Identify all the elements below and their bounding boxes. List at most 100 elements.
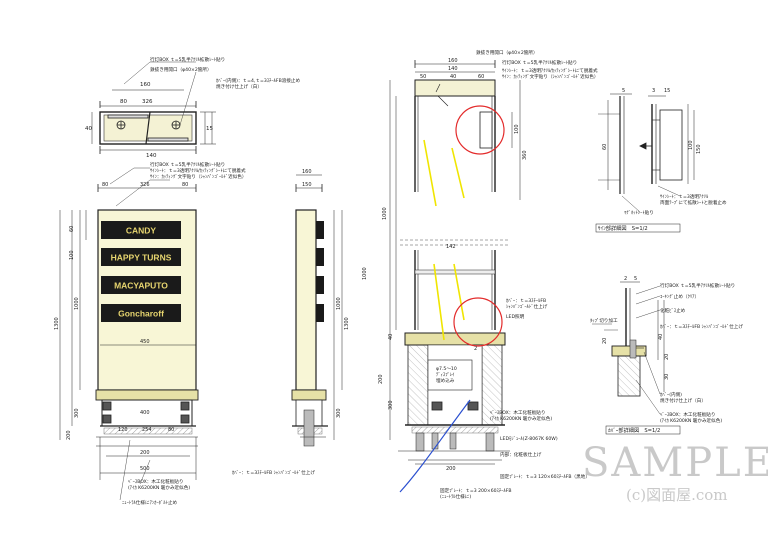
elev-dim-l4: 1300: [54, 317, 60, 330]
cover-detail: [592, 281, 681, 435]
elev-dim-l6: 200: [66, 430, 72, 440]
sec-dim-14: 200: [446, 466, 456, 472]
cdet-callout-2: ｺｰｷﾝｸﾞ止め（ｸﾘｱ）: [660, 293, 699, 300]
sec-dim-13: 142: [446, 244, 456, 250]
sec-dim-6: 1000: [382, 207, 388, 220]
cover-detail-callouts: 行灯BOX ｔ=5乳半ｱｸﾘﾙ拡散ｼｰﾄ貼り ｺｰｷﾝｸﾞ止め（ｸﾘｱ） 化粧ﾋ…: [590, 282, 743, 434]
sdet-callout-1: ｻｲﾝｼｰﾄ：ｔ=3透明ｱｸﾘﾙ: [660, 193, 709, 200]
plan-dim-5: 15: [206, 126, 213, 132]
sec-dim-9: 200: [378, 374, 384, 384]
elev-callout-base: ﾍﾞｰｽBOX：木工化粧板貼り: [128, 478, 183, 485]
cdet-dim-1: 2: [624, 276, 627, 282]
sign-happy-turns: HAPPY TURNS: [111, 253, 172, 263]
section-view: [389, 60, 521, 465]
sec-callout-plate2: 固定ﾌﾟﾚｰﾄ：ｔ=3 200×60ｽﾁｰﾙFB: [440, 487, 512, 494]
power-cable: [399, 399, 471, 493]
sec-dim-1: 160: [448, 58, 458, 64]
section-callouts: 鉄抜き用開口（φ40×2箇所） 行灯BOX ｔ=5乳半ｱｸﾘﾙ拡散ｼｰﾄ貼り ｻ…: [436, 49, 598, 500]
sec-callout-dia: φ7.5～10: [436, 366, 457, 372]
cdet-dim-3: 40: [658, 334, 664, 340]
plan-view: [91, 61, 216, 154]
sec-callout-plate3: (ﾆｭｰﾄﾗﾙ仕様に): [440, 493, 471, 500]
elev-dim-m6: 500: [140, 466, 150, 472]
cdet-callout-6: ｶﾊﾞｰ(内側): [660, 391, 682, 398]
side-dim-3: 1000: [336, 297, 342, 310]
cdet-callout-3: 化粧ﾋﾞｽ止め: [660, 307, 686, 314]
plan-dim-4: 140: [146, 153, 157, 159]
sdet-dim-4: 100: [688, 140, 694, 150]
side-dim-5: 300: [336, 408, 342, 418]
sec-callout-cover: ｶﾊﾞｰ：ｔ=3ｽﾁｰﾙFB: [506, 297, 546, 304]
elev-callouts: 行灯BOX ｔ=5乳半ｱｸﾘﾙ拡散ｼｰﾄ貼り ｻｲﾝｼｰﾄ：ｔ=3透明ｱｸﾘﾙ/…: [122, 161, 315, 506]
sec-callout-sheet: ｻｲﾝｼｰﾄ：ｔ=3透明ｱｸﾘﾙ/ｶｯﾃｨﾝｸﾞｼｰﾄにて脱着式: [502, 67, 598, 74]
elev-dim-m3: 120: [118, 427, 128, 433]
elev-dim-m5: 80: [168, 427, 174, 433]
sec-callout-base: ﾍﾞｰｽBOX：木工化粧板貼り: [490, 409, 545, 416]
sec-callout-led: LED照明: [506, 314, 525, 320]
watermark-site: (c)図面屋.com: [626, 486, 728, 504]
cdet-callout-8: ﾍﾞｰｽBOX：木工化粧板貼り: [660, 411, 715, 418]
sdet-dim-6: 60: [602, 144, 608, 150]
elev-dim-m4: 254: [142, 427, 152, 433]
elev-dim-top2: 326: [140, 182, 150, 188]
sec-callout-dia2: ﾃﾞｨｽﾌﾟﾚｲ: [436, 371, 454, 378]
elev-dim-m2: 400: [140, 410, 150, 416]
plan-callout-hole: 鉄抜き用開口（φ40×2箇所）: [150, 66, 212, 73]
elev-callout-frame: 行灯BOX ｔ=5乳半ｱｸﾘﾙ拡散ｼｰﾄ貼り: [150, 161, 225, 168]
elev-callout-base2: (ｱｲｶ K6200KN 暖かみ近似色): [128, 484, 190, 491]
sdet-title: ｻｲﾝ部詳細図 S=1/2: [598, 224, 648, 232]
sdet-dim-5: 150: [696, 144, 702, 154]
sign-detail-callouts: ｻｲﾝｼｰﾄ：ｔ=3透明ｱｸﾘﾙ 両面ﾃｰﾌﾟにて拡散ｼｰﾄと脱着止め ﾏｸﾞﾈ…: [598, 193, 727, 232]
sec-dim-11: 100: [514, 124, 520, 134]
cdet-callout-1: 行灯BOX ｔ=5乳半ｱｸﾘﾙ拡散ｼｰﾄ貼り: [660, 282, 735, 289]
side-dim-1: 160: [302, 169, 312, 175]
side-elevation: [291, 174, 343, 447]
sec-callout-dia3: 埋め込み: [436, 377, 455, 384]
sec-dim-5: 60: [478, 74, 484, 80]
cdet-dim-2: 5: [634, 276, 637, 282]
elev-callout-text: ｻｲﾝ：ｶｯﾃｨﾝｸﾞ文字貼り（ｼｬﾝﾊﾟﾝｺﾞｰﾙﾄﾞ近似色）: [150, 173, 246, 180]
sign-candy: CANDY: [126, 226, 157, 236]
elev-dim-m1: 450: [140, 339, 150, 345]
cdet-callout-7: 焼き付け仕上げ（白）: [660, 397, 706, 404]
sec-dim-4: 40: [450, 74, 456, 80]
watermark-sample: SAMPLE: [582, 440, 768, 486]
plan-callout-cover: ｶﾊﾞｰ(内側)：ｔ=4,ｔ=3ｽﾁｰﾙFB溶接止め: [216, 77, 301, 84]
sdet-callout-2: 両面ﾃｰﾌﾟにて拡散ｼｰﾄと脱着止め: [660, 199, 727, 206]
sec-callout-cover2: ｼｬﾝﾊﾟﾝｺﾞｰﾙﾄﾞ仕上げ: [506, 303, 548, 310]
side-dims: 160 150 1000 1300 300: [302, 169, 350, 418]
sec-dim-10: 300: [388, 400, 394, 410]
elev-dim-l5: 300: [74, 408, 80, 418]
elev-dim-l3: 1000: [74, 297, 80, 310]
cdet-callout-5: ｶﾊﾞｰ：ｔ=3ｽﾁｰﾙFB ｼｬﾝﾊﾟﾝｺﾞｰﾙﾄﾞ仕上げ: [660, 323, 743, 330]
cdet-callout-4: ﾀｯﾌﾟ切り加工: [590, 317, 618, 324]
plan-dims: 160 326 80 140 15 40: [85, 82, 213, 159]
cover-detail-dims: 2 5 40 20 30 20: [602, 276, 670, 380]
plan-dim-3: 80: [120, 99, 127, 105]
plan-callouts: 行灯BOX ｔ=5乳半ｱｸﾘﾙ拡散ｼｰﾄ貼り 鉄抜き用開口（φ40×2箇所） ｶ…: [150, 56, 301, 90]
sign-macyaputo: MACYAPUTO: [114, 281, 168, 291]
sec-dim-2: 140: [448, 66, 458, 72]
sdet-callout-3: ﾏｸﾞﾈｯﾄｼｰﾄ貼り: [624, 209, 654, 216]
section-dims: 160 140 50 40 60 1000 1000 40 200 300 10…: [362, 58, 528, 472]
elev-dim-top3: 80: [182, 182, 188, 188]
sec-callout-floor: 内部：化粧板仕上げ: [500, 451, 542, 458]
elev-callout-cover: ｶﾊﾞｰ：ｔ=3ｽﾁｰﾙFB ｼｬﾝﾊﾟﾝｺﾞｰﾙﾄﾞ仕上げ: [232, 469, 315, 476]
elev-dim-l1: 60: [69, 226, 75, 232]
elev-dim-l2: 100: [69, 250, 75, 260]
side-dim-4: 1300: [344, 317, 350, 330]
sign-detail-dims: 5 3 15 100 150 60: [602, 88, 702, 154]
sec-callout-text: ｻｲﾝ：ｶｯﾃｨﾝｸﾞ文字貼り（ｼｬﾝﾊﾟﾝｺﾞｰﾙﾄﾞ近似色）: [502, 73, 598, 80]
cdet-callout-9: (ｱｲｶ K6200KN 暖かみ近似色): [660, 417, 722, 424]
sec-dim-15: 2: [474, 346, 477, 352]
sec-callout-led2: LEDﾓｼﾞｭｰﾙ(Z-8067K 60W): [500, 435, 558, 442]
side-dim-2: 150: [302, 182, 312, 188]
cdet-dim-6: 20: [602, 338, 608, 344]
sec-dim-8: 40: [388, 334, 394, 340]
plan-dim-2: 326: [142, 99, 153, 105]
sec-callout-frame: 行灯BOX ｔ=5乳半ｱｸﾘﾙ拡散ｼｰﾄ貼り: [502, 59, 577, 66]
cdet-dim-4: 20: [664, 354, 670, 360]
sign-detail: [595, 93, 695, 233]
elev-dim-top1: 80: [102, 182, 108, 188]
elev-callout-anchor: ﾆｭｰﾄﾗﾙ仕様にｱﾝｶｰﾎﾞﾙﾄ止め: [122, 499, 178, 506]
